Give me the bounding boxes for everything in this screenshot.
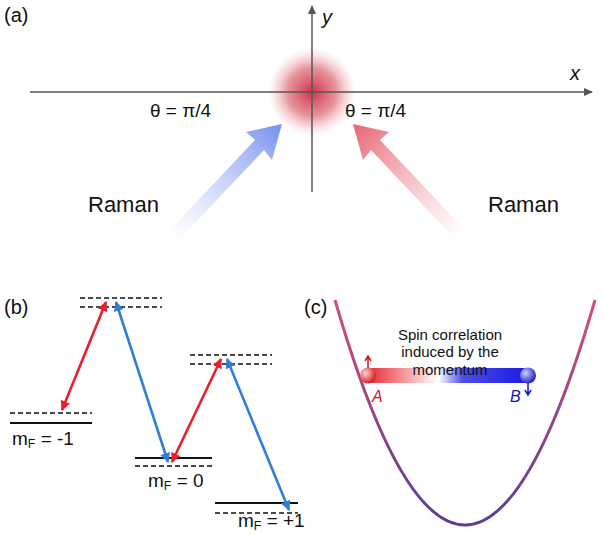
angle-label: θ = π/4 (345, 100, 406, 122)
atom-label: A (372, 388, 383, 406)
atom-a (360, 368, 376, 384)
trap-caption: Spin correlation induced by the momentum (372, 326, 528, 378)
y-axis (311, 6, 313, 192)
level-label: mF = 0 (148, 470, 204, 493)
atom-b (520, 368, 536, 384)
angle-label: θ = π/4 (150, 100, 211, 122)
axis-label: y (322, 6, 332, 29)
harmonic-trap (335, 300, 595, 525)
raman-beam (353, 124, 467, 242)
x-axis (30, 91, 592, 93)
energy-levels (10, 298, 298, 513)
panel-tag: (a) (4, 4, 28, 27)
raman-beam (168, 124, 282, 242)
panel-tag: (c) (304, 296, 327, 319)
axis-label: x (570, 62, 580, 85)
panel-tag: (b) (4, 296, 28, 319)
spin-down (525, 383, 531, 395)
raman-transitions (62, 302, 289, 510)
spin-up (365, 356, 371, 368)
beam-label: Raman (488, 192, 559, 217)
atom-label: B (510, 388, 521, 406)
level-label: mF = +1 (238, 510, 305, 533)
level-label: mF = -1 (12, 428, 74, 451)
beam-label: Raman (88, 192, 159, 217)
